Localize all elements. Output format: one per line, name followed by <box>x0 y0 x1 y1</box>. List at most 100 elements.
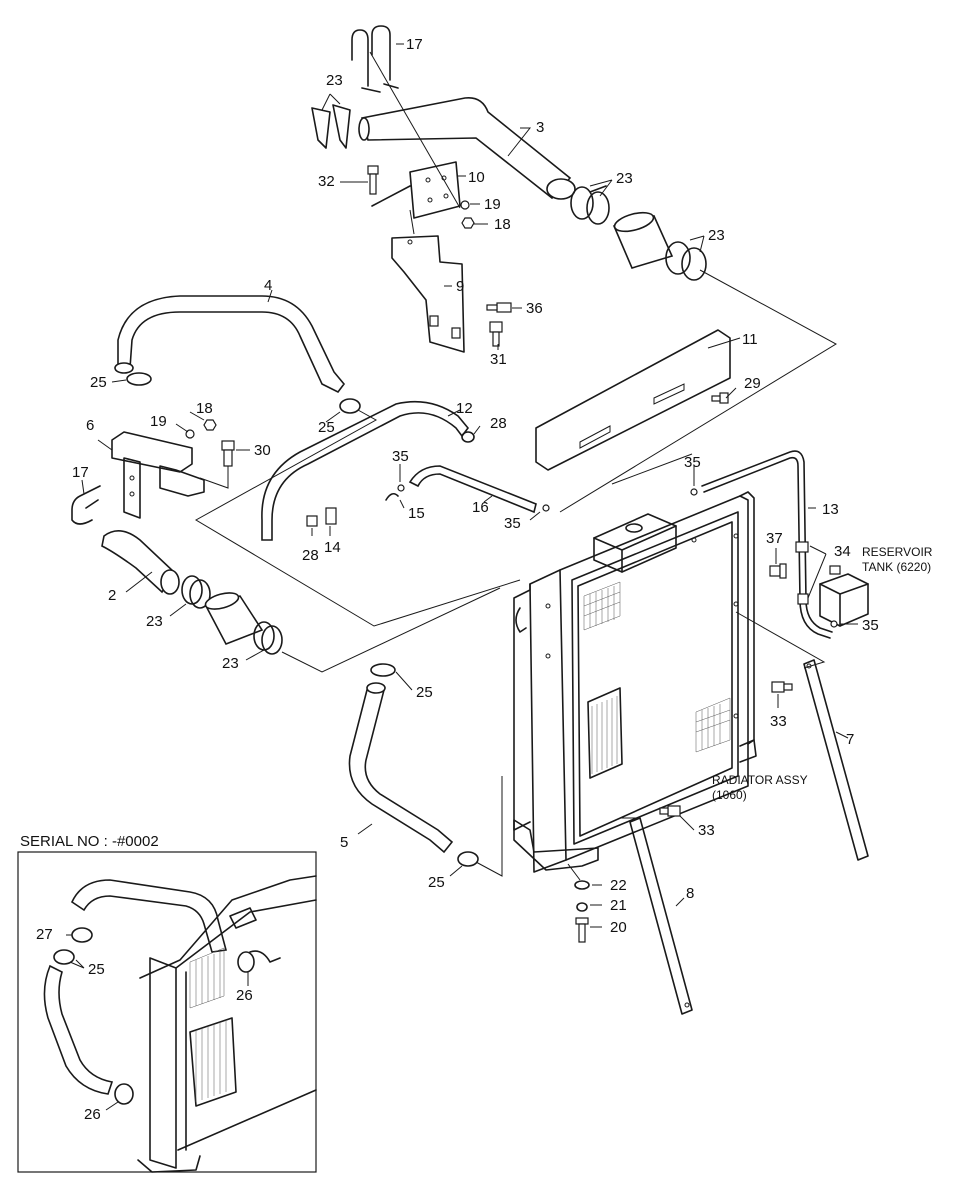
stay-7 <box>803 659 869 861</box>
callout-25-c: 25 <box>416 684 433 701</box>
bolt-20 <box>575 917 589 943</box>
reservoir-label-2: TANK (6220) <box>862 560 931 574</box>
fitting-28-small <box>306 515 318 527</box>
callout-9: 9 <box>456 278 464 295</box>
callout-4: 4 <box>264 277 272 294</box>
oring-35-right <box>830 620 838 628</box>
callout-23-b: 23 <box>616 170 633 187</box>
callout-17-top: 17 <box>406 36 423 53</box>
inset-panel <box>17 851 317 1173</box>
radiator-label-2: (1060) <box>712 788 747 802</box>
clamp-25-c <box>370 663 396 677</box>
fitting-14 <box>325 507 337 525</box>
callout-36: 36 <box>526 300 543 317</box>
callout-23-e: 23 <box>222 655 239 672</box>
hose-4 <box>114 295 346 394</box>
callout-2: 2 <box>108 587 116 604</box>
callout-23-c: 23 <box>708 227 725 244</box>
callout-12: 12 <box>456 400 473 417</box>
nut-18-left <box>203 419 217 431</box>
inset-title: SERIAL NO : -#0002 <box>20 833 159 850</box>
tube-16 <box>408 465 537 514</box>
stay-8 <box>629 817 693 1015</box>
intake-pipe-3 <box>358 96 576 200</box>
bracket-10 <box>371 161 461 219</box>
reservoir-tank <box>819 565 869 627</box>
bolt-31 <box>489 321 503 347</box>
callout-labels: 17 23 3 32 10 19 18 23 23 9 36 31 4 11 2… <box>36 36 879 1123</box>
bolt-32 <box>367 165 379 195</box>
clamp-23-right <box>665 241 707 281</box>
pipe-2 <box>101 530 180 595</box>
bracket-6 <box>111 431 205 519</box>
oring-35-mid <box>542 504 550 512</box>
callout-10: 10 <box>468 169 485 186</box>
elbow-15 <box>385 492 399 501</box>
callout-35-right: 35 <box>862 617 879 634</box>
text-labels: RESERVOIR TANK (6220) RADIATOR ASSY (106… <box>20 545 933 850</box>
callout-8: 8 <box>686 885 694 902</box>
callout-27-inset: 27 <box>36 926 53 943</box>
coupling-hose-lower <box>204 592 264 646</box>
hose-13 <box>701 450 833 639</box>
callout-35-mid: 35 <box>504 515 521 532</box>
callout-16: 16 <box>472 499 489 516</box>
washer-21 <box>576 902 588 912</box>
bolt-33-upper <box>771 681 793 693</box>
callout-18-left: 18 <box>196 400 213 417</box>
washer-19-top <box>460 200 470 210</box>
hose-12 <box>261 400 470 541</box>
nut-18-top <box>461 217 475 229</box>
callout-15: 15 <box>408 505 425 522</box>
callout-3: 3 <box>536 119 544 136</box>
washer-22 <box>574 880 590 890</box>
radiator-label-1: RADIATOR ASSY <box>712 773 808 787</box>
shroud-plate-11 <box>535 329 731 471</box>
callout-5: 5 <box>340 834 348 851</box>
hose-5 <box>348 682 454 854</box>
callout-25-a: 25 <box>90 374 107 391</box>
clamp-25-d <box>457 851 479 867</box>
callout-33-lower: 33 <box>698 822 715 839</box>
callout-26-inset-left: 26 <box>84 1106 101 1123</box>
callout-20: 20 <box>610 919 627 936</box>
callout-29: 29 <box>744 375 761 392</box>
callout-34: 34 <box>834 543 851 560</box>
callout-14: 14 <box>324 539 341 556</box>
callout-21: 21 <box>610 897 627 914</box>
reservoir-label-1: RESERVOIR <box>862 545 933 559</box>
callout-22: 22 <box>610 877 627 894</box>
tee-34 <box>795 541 809 605</box>
callout-25-d: 25 <box>428 874 445 891</box>
oring-35-left <box>397 484 405 492</box>
callout-31: 31 <box>490 351 507 368</box>
clamp-23-left-a <box>181 575 211 609</box>
callout-25-inset: 25 <box>88 961 105 978</box>
bolt-36 <box>486 302 512 313</box>
callout-18-top: 18 <box>494 216 511 233</box>
clamp-23-mid <box>570 185 610 225</box>
callout-32: 32 <box>318 173 335 190</box>
clamp-23-top-left <box>311 104 351 149</box>
oring-35-top <box>690 488 698 496</box>
bolt-29 <box>711 392 729 404</box>
callout-28-bottom: 28 <box>302 547 319 564</box>
callout-19-left: 19 <box>150 413 167 430</box>
bracket-9 <box>391 235 465 353</box>
radiator-assembly <box>513 491 757 873</box>
callout-19-top: 19 <box>484 196 501 213</box>
callout-28-top: 28 <box>490 415 507 432</box>
callout-23-a: 23 <box>326 72 343 89</box>
callout-33-upper: 33 <box>770 713 787 730</box>
callout-30: 30 <box>254 442 271 459</box>
callout-23-d: 23 <box>146 613 163 630</box>
leader-lines <box>81 43 858 928</box>
callout-13: 13 <box>822 501 839 518</box>
callout-6: 6 <box>86 417 94 434</box>
bolt-33-lower <box>659 805 681 817</box>
u-bolt-17-top <box>351 25 399 93</box>
callout-11: 11 <box>742 331 758 348</box>
callout-37: 37 <box>766 530 783 547</box>
callout-35-top: 35 <box>684 454 701 471</box>
